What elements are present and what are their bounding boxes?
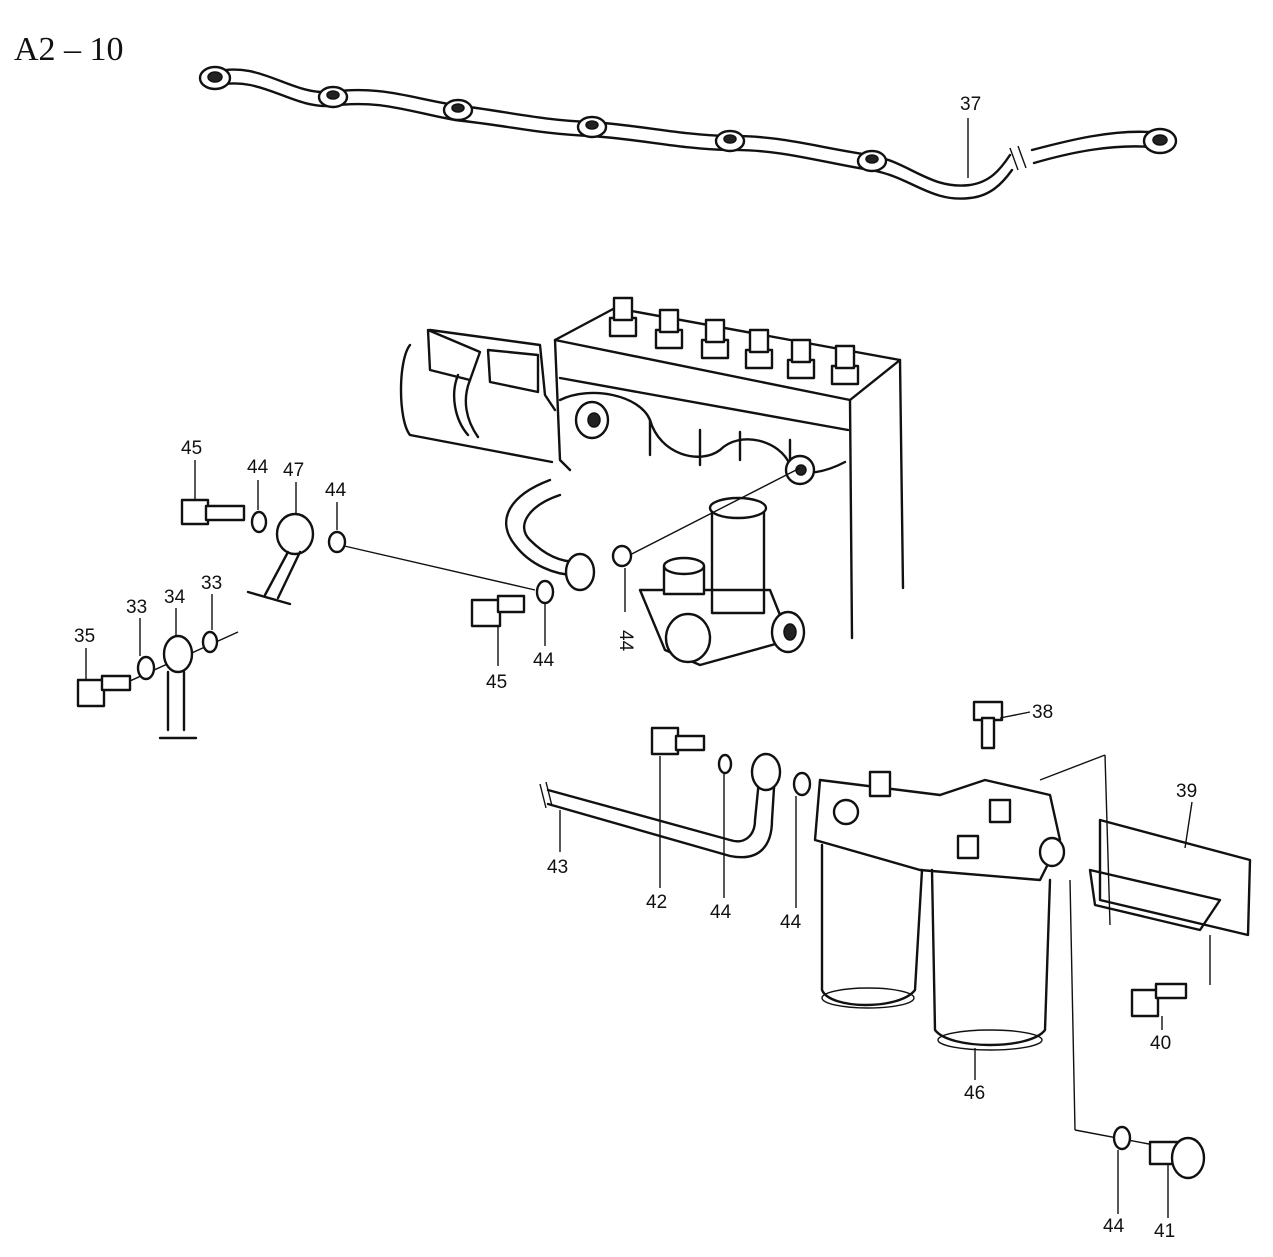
label-35: 35 [74, 626, 95, 647]
leader-lines [85, 460, 1193, 1218]
fuel-filter-46 [539, 700, 1252, 1180]
label-40: 40 [1150, 1033, 1171, 1054]
label-44-d: 44 [615, 630, 636, 652]
label-44-g: 44 [1103, 1216, 1125, 1237]
label-37: 37 [960, 94, 981, 115]
label-45-upper: 45 [181, 438, 202, 459]
label-46: 46 [964, 1083, 985, 1104]
label-43: 43 [547, 857, 568, 878]
label-34: 34 [164, 587, 186, 608]
label-44-f: 44 [780, 912, 802, 933]
fuel-inlet-banjo-assembly [180, 498, 555, 628]
banjo-bolt-assembly-34 [76, 630, 239, 740]
label-33-a: 33 [126, 597, 147, 618]
leak-off-pipe-37 [198, 65, 1178, 200]
label-42: 42 [646, 892, 667, 913]
diagram-title: A2 – 10 [14, 31, 124, 68]
label-33-b: 33 [201, 573, 222, 594]
label-39: 39 [1176, 781, 1197, 802]
label-41: 41 [1154, 1221, 1175, 1242]
injection-pump-body [399, 296, 905, 667]
label-44-c: 44 [533, 650, 555, 671]
label-44-e: 44 [710, 902, 732, 923]
label-47: 47 [283, 460, 304, 481]
label-44-a: 44 [247, 457, 269, 478]
label-38: 38 [1032, 702, 1053, 723]
callout-labels: 37 38 39 40 41 42 43 46 45 45 47 44 44 4… [74, 94, 1197, 1242]
label-44-b: 44 [325, 480, 347, 501]
label-45-lower: 45 [486, 672, 507, 693]
